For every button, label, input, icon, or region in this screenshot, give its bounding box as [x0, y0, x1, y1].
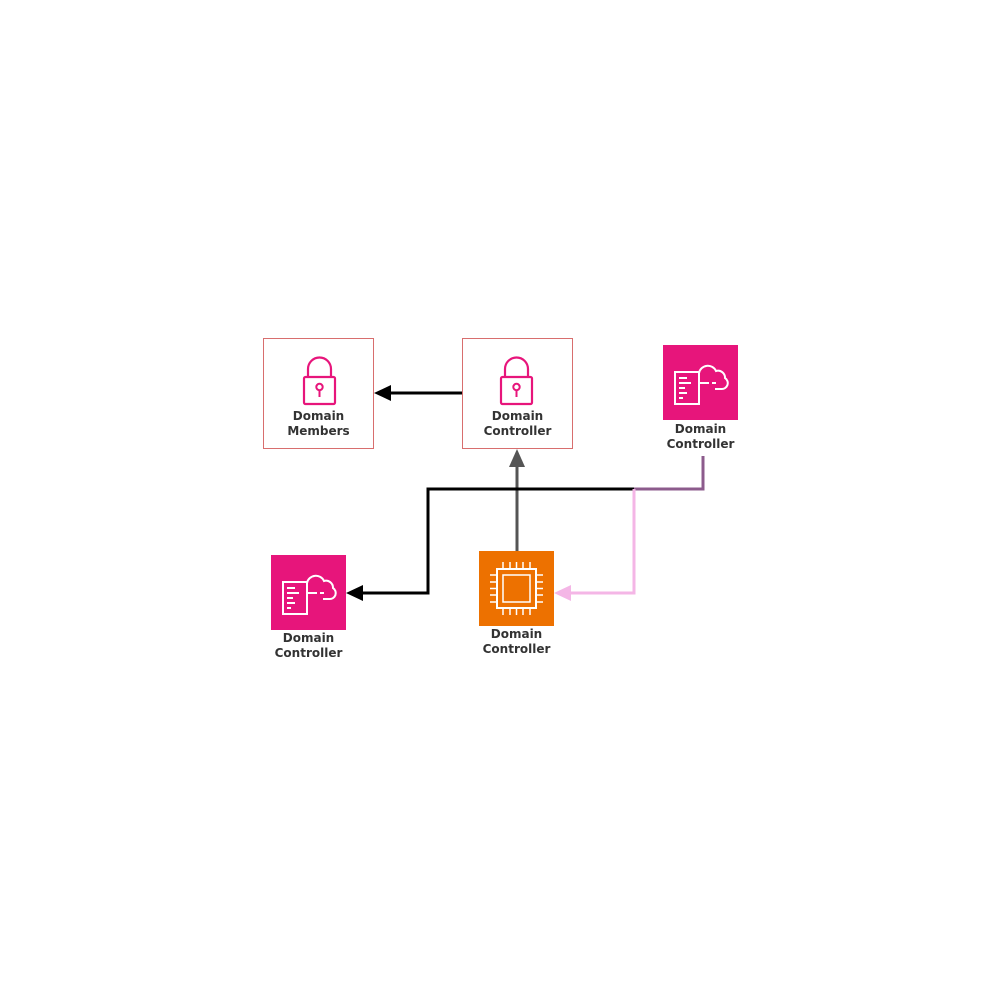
domain-controller-compute-node[interactable]: Domain Controller [479, 551, 554, 656]
cloud-document-icon [271, 555, 346, 630]
domain-controller-top-node[interactable]: Domain Controller [462, 338, 573, 449]
domain-controller-left-label: Domain Controller [274, 631, 343, 660]
lock-icon [499, 356, 534, 406]
chip-icon [479, 551, 554, 626]
edge-dc-right-to-dc-compute [554, 489, 636, 601]
edge-dc-compute-to-dc-top [509, 449, 525, 551]
lock-icon [302, 356, 337, 406]
cloud-document-icon [663, 345, 738, 420]
domain-members-node[interactable]: Domain Members [263, 338, 374, 449]
edge-dc-right-to-dc-left [346, 456, 705, 601]
domain-controller-right-label: Domain Controller [666, 422, 735, 451]
domain-controller-left-node[interactable]: Domain Controller [271, 555, 346, 660]
edge-dc-top-to-domain-members [374, 385, 462, 401]
domain-controller-top-label: Domain Controller [483, 409, 552, 438]
domain-controller-compute-label: Domain Controller [482, 627, 551, 656]
domain-members-label: Domain Members [287, 409, 350, 438]
domain-controller-right-node[interactable]: Domain Controller [663, 345, 738, 451]
